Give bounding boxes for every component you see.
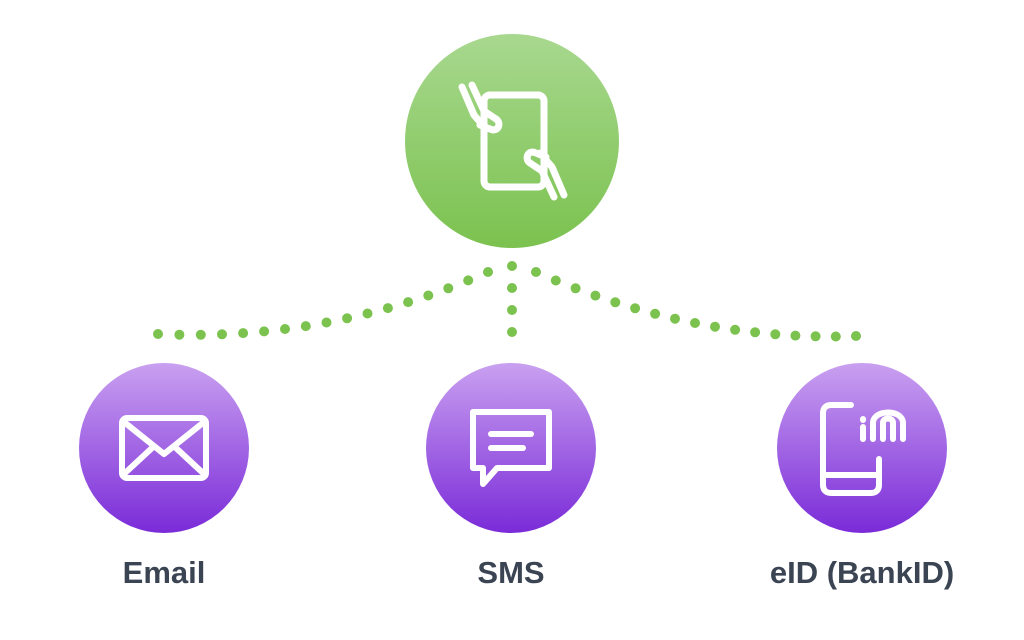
root-node	[405, 34, 619, 248]
connector-dot	[590, 290, 601, 301]
connector-dot	[382, 303, 393, 314]
connector-dot	[790, 330, 801, 341]
connector-dot	[463, 275, 474, 286]
connector-dot	[259, 326, 270, 337]
connector-dot	[507, 283, 517, 293]
sms-node	[426, 363, 596, 533]
sms-label: SMS	[477, 555, 545, 590]
email-node	[79, 363, 249, 533]
connector-dot	[810, 331, 821, 342]
hands-holding-phone-icon	[442, 71, 582, 211]
connector-dot	[403, 297, 414, 308]
connector-dot	[507, 327, 517, 337]
envelope-icon	[114, 398, 214, 498]
connector-dot	[531, 267, 541, 277]
connector-dot	[443, 283, 454, 294]
connector-dot	[550, 275, 561, 286]
connector-dot	[342, 313, 353, 324]
connector-dot	[321, 317, 332, 328]
connector-dot	[630, 303, 641, 314]
connector-dot	[300, 321, 311, 332]
connector-dot	[280, 324, 290, 334]
connector-dot	[770, 329, 781, 340]
connector-dot	[730, 324, 741, 335]
connector-dot	[507, 305, 517, 315]
chat-bubble-icon	[461, 398, 561, 498]
connector-dot	[362, 308, 373, 319]
connector-dot	[217, 329, 227, 340]
connector-dot	[570, 283, 581, 294]
connector-dot	[423, 290, 434, 301]
connector-dot	[153, 329, 163, 339]
connector-dot	[610, 297, 621, 308]
phone-fingerprint-icon	[807, 393, 917, 503]
connector-dot	[507, 261, 517, 271]
connector-dots	[153, 261, 861, 342]
eid-label: eID (BankID)	[769, 555, 955, 590]
connector-dot	[851, 331, 861, 341]
connector-dot	[710, 321, 720, 332]
connector-dot	[830, 331, 841, 342]
eid-node	[777, 363, 947, 533]
connector-dot	[483, 267, 493, 277]
connector-dot	[690, 318, 700, 328]
connector-dot	[670, 313, 680, 324]
connector-dot	[238, 328, 249, 339]
connector-dot	[750, 327, 761, 338]
email-label: Email	[122, 555, 206, 590]
connector-dot	[195, 329, 206, 340]
connector-dot	[650, 308, 661, 319]
connector-dot	[174, 329, 185, 340]
